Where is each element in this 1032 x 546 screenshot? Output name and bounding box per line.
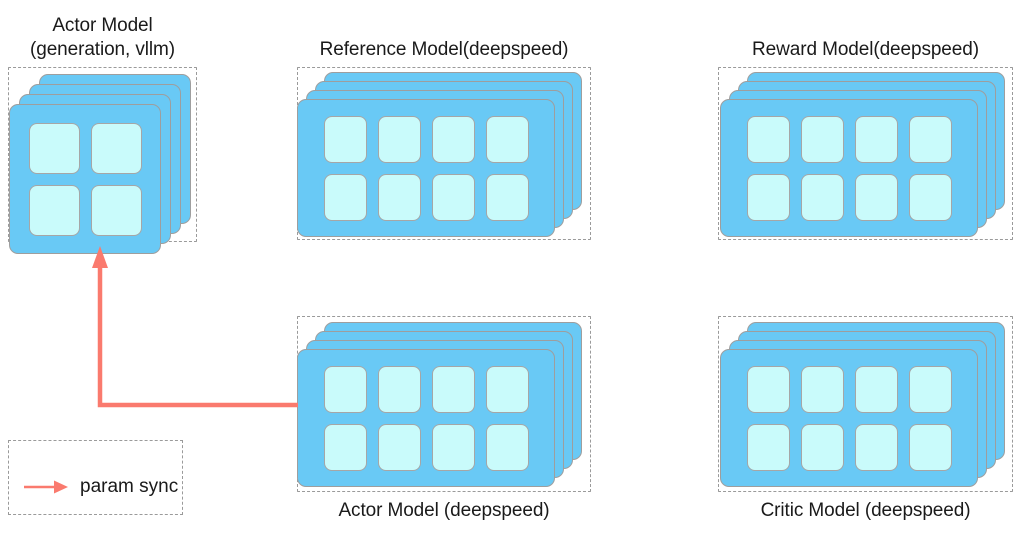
card-stack-actor-vllm bbox=[8, 67, 197, 254]
gpu-cell bbox=[746, 173, 790, 221]
stack-card-1[interactable] bbox=[297, 99, 555, 237]
gpu-cell bbox=[908, 365, 952, 413]
gpu-cell bbox=[431, 115, 475, 163]
gpu-cell bbox=[90, 184, 142, 236]
gpu-cell bbox=[800, 365, 844, 413]
group-label-actor-model-vllm: Actor Model (generation, vllm) bbox=[30, 15, 175, 60]
group-label-reward-model: Reward Model(deepspeed) bbox=[752, 39, 979, 60]
dashed-container bbox=[718, 316, 1013, 492]
gpu-cell bbox=[485, 115, 529, 163]
stack-card-1[interactable] bbox=[720, 99, 978, 237]
gpu-cell bbox=[377, 115, 421, 163]
gpu-cell bbox=[323, 173, 367, 221]
card-stack-actor-deepspeed bbox=[297, 316, 591, 492]
card-stack-reward-model bbox=[718, 67, 1013, 240]
gpu-cell bbox=[28, 184, 80, 236]
legend-label: param sync bbox=[80, 475, 179, 497]
gpu-cell bbox=[431, 423, 475, 471]
stack-card-1[interactable] bbox=[9, 104, 161, 254]
stack-card-1[interactable] bbox=[720, 349, 978, 487]
gpu-cell bbox=[854, 423, 898, 471]
gpu-cell bbox=[800, 423, 844, 471]
group-reference-model[interactable]: Reference Model(deepspeed) bbox=[297, 39, 591, 240]
gpu-cell bbox=[377, 365, 421, 413]
gpu-cell bbox=[323, 365, 367, 413]
group-label-critic-model: Critic Model (deepspeed) bbox=[760, 500, 971, 521]
group-actor-model-vllm[interactable]: Actor Model (generation, vllm) bbox=[8, 15, 197, 254]
gpu-cell bbox=[908, 173, 952, 221]
gpu-cell bbox=[485, 173, 529, 221]
gpu-cell bbox=[854, 115, 898, 163]
gpu-cell bbox=[485, 423, 529, 471]
gpu-cell bbox=[377, 173, 421, 221]
gpu-cell bbox=[323, 423, 367, 471]
gpu-cell bbox=[485, 365, 529, 413]
card-stack-critic-model bbox=[718, 316, 1013, 492]
group-critic-model[interactable]: Critic Model (deepspeed) bbox=[718, 316, 1013, 521]
dashed-container bbox=[718, 67, 1013, 240]
group-actor-model-deepspeed[interactable]: Actor Model (deepspeed) bbox=[297, 316, 591, 521]
param-sync-arrow-line bbox=[97, 258, 298, 408]
group-label-actor-model-deepspeed: Actor Model (deepspeed) bbox=[338, 500, 550, 521]
gpu-cell bbox=[90, 122, 142, 174]
param-sync-legend-arrow-icon bbox=[24, 480, 68, 493]
stack-card-1[interactable] bbox=[297, 349, 555, 487]
gpu-cell bbox=[746, 365, 790, 413]
gpu-cell bbox=[854, 365, 898, 413]
group-reward-model[interactable]: Reward Model(deepspeed) bbox=[718, 39, 1013, 240]
gpu-cell bbox=[377, 423, 421, 471]
gpu-cell bbox=[908, 423, 952, 471]
gpu-cell bbox=[431, 173, 475, 221]
gpu-cell bbox=[854, 173, 898, 221]
gpu-cell bbox=[28, 122, 80, 174]
gpu-cell bbox=[746, 115, 790, 163]
group-label-reference-model: Reference Model(deepspeed) bbox=[319, 39, 569, 60]
legend-param-sync: param sync bbox=[8, 440, 183, 515]
gpu-cell bbox=[908, 115, 952, 163]
gpu-cell bbox=[800, 115, 844, 163]
gpu-cell bbox=[431, 365, 475, 413]
gpu-cell bbox=[746, 423, 790, 471]
gpu-cell bbox=[800, 173, 844, 221]
gpu-cell bbox=[323, 115, 367, 163]
card-stack-reference-model bbox=[297, 67, 591, 240]
